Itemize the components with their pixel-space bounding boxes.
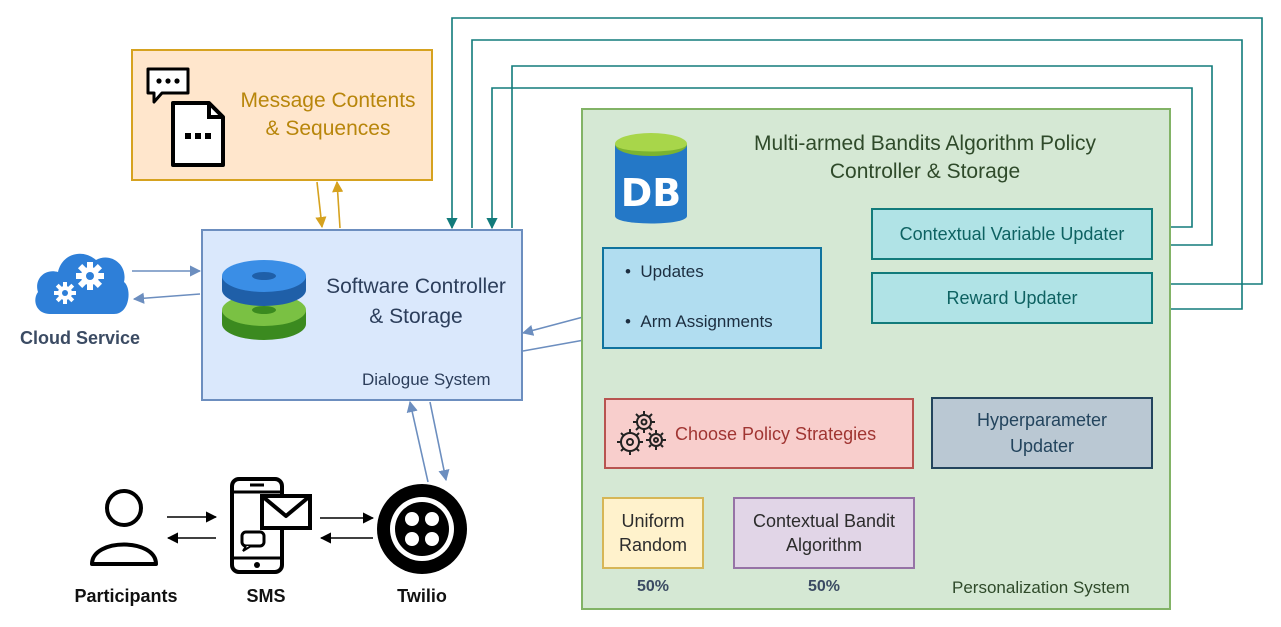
cloud-gear-icon	[35, 253, 129, 314]
arm-assignments-label: Arm Assignments	[640, 312, 773, 331]
reward-updater-box: Reward Updater	[871, 272, 1153, 324]
storage-disks-icon	[222, 260, 306, 340]
arrow-software-to-twilio	[429, 401, 450, 482]
gears-icon	[617, 411, 666, 455]
twilio-logo-icon	[377, 484, 467, 574]
arm-assignments-item: • Arm Assignments	[625, 312, 773, 332]
reward-updater-label: Reward Updater	[946, 287, 1078, 308]
software-controller-title: Software Controller & Storage	[310, 270, 522, 334]
contextual-variable-updater-box: Contextual Variable Updater	[871, 208, 1153, 260]
software-line2: & Storage	[369, 305, 463, 328]
hyperparameter-updater-box: Hyperparameter Updater	[931, 397, 1153, 469]
hyper-line1: Hyperparameter	[976, 410, 1108, 430]
arrow-message-to-software	[315, 181, 327, 229]
arrow-software-to-message	[332, 180, 344, 229]
bandit-percent: 50%	[807, 578, 841, 595]
participants-label: Participants	[74, 586, 178, 606]
uniform-line2: Random	[618, 535, 688, 555]
contextual-updater-label: Contextual Variable Updater	[899, 223, 1125, 244]
software-line1: Software Controller	[326, 275, 506, 298]
db-label: DB	[621, 171, 682, 215]
sms-label: SMS	[246, 586, 286, 606]
updates-item: • Updates	[625, 262, 704, 282]
personalization-title-line1: Multi-armed Bandits Algorithm Policy	[754, 132, 1096, 155]
document-icon	[171, 101, 225, 167]
uniform-random-box: Uniform Random	[602, 497, 704, 569]
uniform-line1: Uniform	[621, 511, 685, 531]
twilio-label: Twilio	[397, 586, 447, 606]
message-contents-title: Message Contents & Sequences	[228, 84, 428, 146]
arrow-software-to-cloud	[132, 292, 201, 304]
uniform-percent: 50%	[636, 578, 670, 595]
bandit-line1: Contextual Bandit	[752, 511, 896, 531]
bullet-icon: •	[625, 262, 641, 281]
message-line2: & Sequences	[265, 117, 391, 140]
dialogue-system-label: Dialogue System	[362, 370, 491, 389]
arrow-twilio-to-software	[406, 400, 429, 483]
database-icon: DB	[615, 133, 687, 224]
message-line1: Message Contents	[240, 89, 416, 112]
chat-bubble-icon	[146, 67, 190, 104]
contextual-bandit-box: Contextual Bandit Algorithm	[733, 497, 915, 569]
cloud-service-label: Cloud Service	[19, 327, 141, 348]
choose-policy-label: Choose Policy Strategies	[675, 424, 877, 444]
personalization-system-label: Personalization System	[952, 578, 1130, 597]
person-icon	[90, 489, 158, 566]
personalization-title: Multi-armed Bandits Algorithm Policy Con…	[700, 128, 1150, 188]
phone-message-icon	[230, 477, 312, 574]
personalization-title-line2: Controller & Storage	[829, 160, 1021, 183]
hyper-line2: Updater	[1009, 436, 1075, 456]
bullet-icon: •	[625, 312, 641, 331]
updates-label: Updates	[640, 262, 704, 281]
bandit-line2: Algorithm	[785, 535, 863, 555]
